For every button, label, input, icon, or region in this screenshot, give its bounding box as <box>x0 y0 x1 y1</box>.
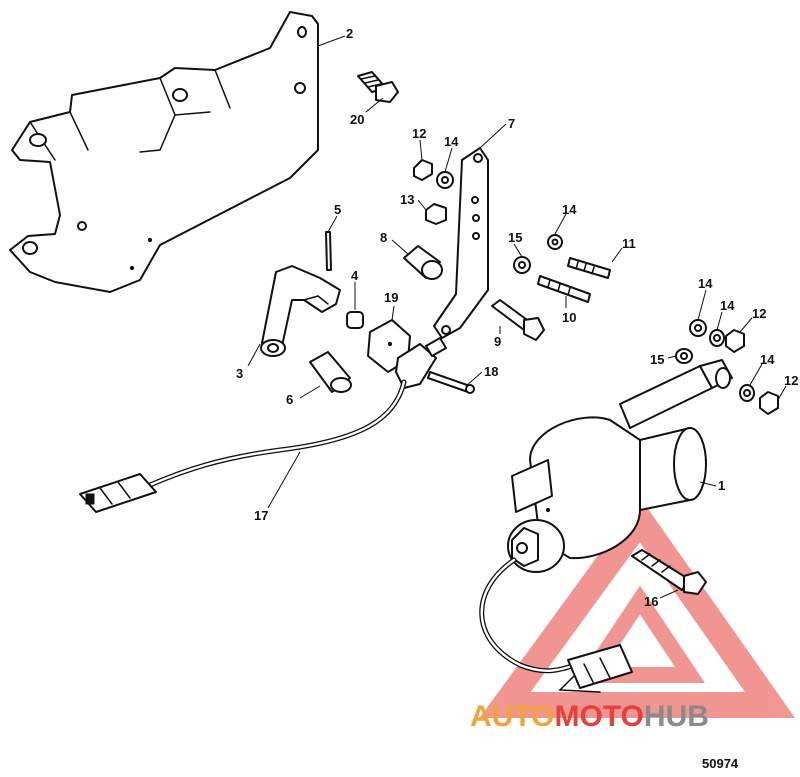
nut-13 <box>425 203 447 225</box>
actuator-connector <box>558 644 633 693</box>
wire-end-connector <box>79 473 157 513</box>
watermark-text: AUTOMOTOHUB <box>470 700 709 733</box>
svg-text:AUTOMOTOHUB: AUTOMOTOHUB <box>470 700 709 733</box>
washer-14-right-a <box>689 319 707 337</box>
callout-12-right-b: 12 <box>784 373 798 388</box>
callout-10: 10 <box>562 310 576 325</box>
leader-lines <box>247 35 787 599</box>
callout-12-right-a: 12 <box>752 306 766 321</box>
callout-5: 5 <box>334 202 341 217</box>
actuator-1 <box>507 359 733 573</box>
sensor-connector-17 <box>395 337 447 389</box>
callout-2: 2 <box>346 26 353 41</box>
watermark-word-auto: AUTO <box>470 700 554 733</box>
washer-14-right-c <box>739 384 755 402</box>
callout-12-upper: 12 <box>412 126 426 141</box>
callout-4: 4 <box>351 268 359 283</box>
washer-14-mid <box>547 234 563 250</box>
callout-1: 1 <box>718 478 725 493</box>
bushing-4 <box>346 311 364 329</box>
figure-number: 50974 <box>702 756 739 771</box>
roll-pin-5 <box>325 231 332 271</box>
washer-14-upper <box>436 171 454 189</box>
lever-arm-3 <box>260 265 341 357</box>
nut-12-upper <box>413 159 433 181</box>
callout-17: 17 <box>254 508 268 523</box>
callout-18: 18 <box>484 364 498 379</box>
washer-14-right-b <box>709 329 725 347</box>
callout-13: 13 <box>400 192 414 207</box>
callout-labels: 1 2 3 4 5 6 7 8 9 10 11 12 12 12 13 14 1… <box>236 26 798 609</box>
callout-14-right-a: 14 <box>698 276 713 291</box>
callout-16: 16 <box>644 594 658 609</box>
flange-bolt-20 <box>357 71 399 103</box>
callout-14-upper: 14 <box>444 134 459 149</box>
callout-9: 9 <box>494 334 501 349</box>
callout-14-right-c: 14 <box>760 352 775 367</box>
callout-7: 7 <box>508 116 515 131</box>
callout-6: 6 <box>286 392 293 407</box>
callout-15-upper: 15 <box>508 230 522 245</box>
washer-15-upper <box>513 256 531 274</box>
stud-11 <box>567 257 611 279</box>
flange-bolt-9 <box>491 299 545 341</box>
stud-10 <box>537 275 591 303</box>
callout-14-right-b: 14 <box>720 298 735 313</box>
flange-bolt-16 <box>631 549 707 595</box>
nut-12-right-b <box>759 391 779 415</box>
callout-15-right: 15 <box>650 352 664 367</box>
watermark-word-hub: HUB <box>644 700 709 733</box>
link-arm-7 <box>433 147 489 339</box>
callout-8: 8 <box>380 230 387 245</box>
callout-20: 20 <box>350 112 364 127</box>
watermark-word-moto: MOTO <box>554 700 643 733</box>
spacer-sleeve-6 <box>309 351 352 393</box>
mounting-bracket <box>9 11 319 293</box>
callout-3: 3 <box>236 366 243 381</box>
screw-18 <box>427 371 475 394</box>
washer-15-right <box>675 348 693 364</box>
callout-19: 19 <box>384 290 398 305</box>
callout-11: 11 <box>622 236 636 251</box>
callout-14-mid: 14 <box>562 202 577 217</box>
watermark-triangle-logo <box>479 497 796 718</box>
nut-12-right-a <box>725 329 745 353</box>
bushing-8 <box>403 245 443 280</box>
